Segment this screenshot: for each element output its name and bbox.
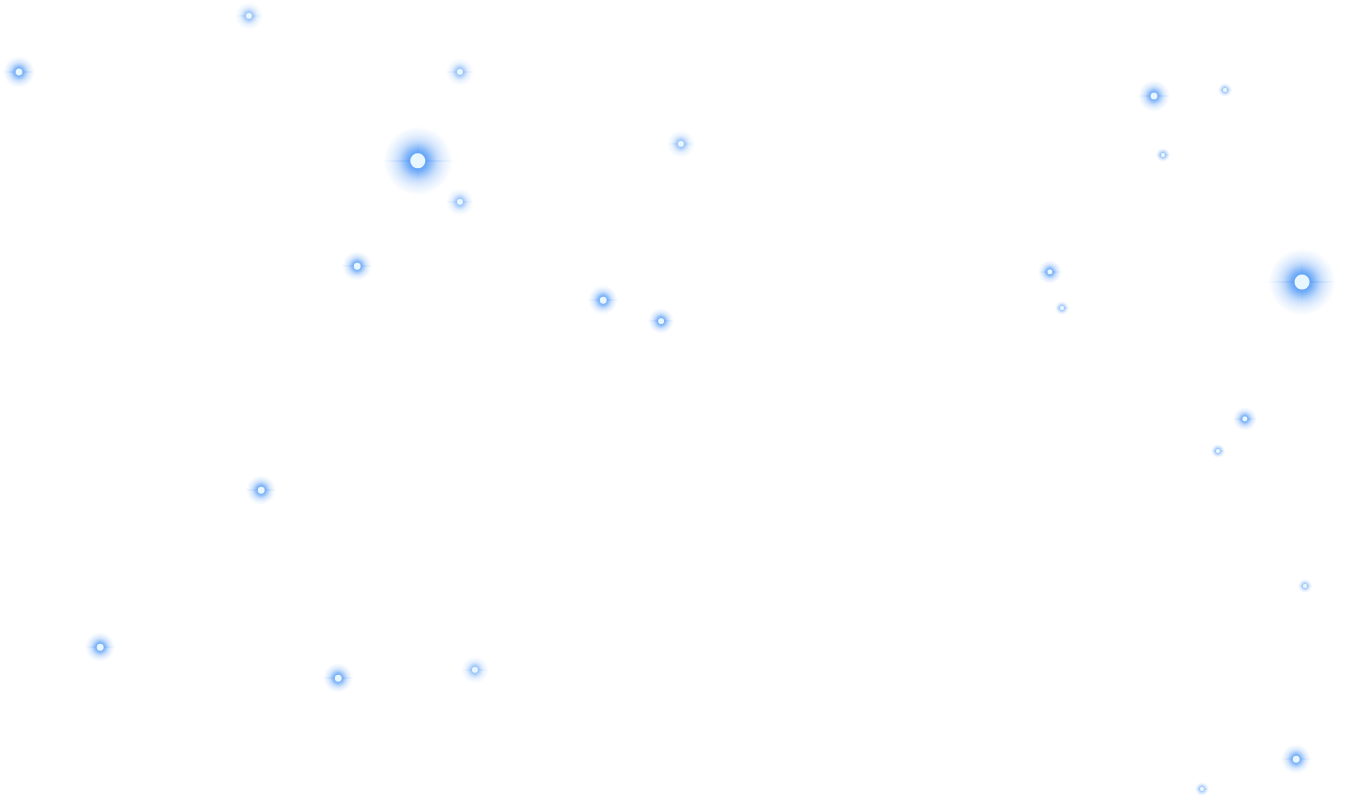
sparkle-icon — [647, 308, 675, 334]
sparkle-icon — [1155, 148, 1171, 162]
sparkle-icon — [1037, 260, 1063, 284]
sparkle-icon — [245, 475, 277, 505]
sparkle-icon — [1137, 80, 1171, 112]
sparkle-icon — [445, 188, 475, 216]
sparkle-icon — [460, 656, 490, 684]
sparkle-icon — [1194, 782, 1210, 796]
sparkle-icon — [666, 130, 696, 158]
sparkle-icon — [84, 632, 116, 662]
sparkle-icon — [322, 663, 354, 693]
sparkle-icon — [445, 58, 475, 86]
sparkle-icon — [1210, 444, 1226, 458]
sparkle-icon — [2, 56, 36, 88]
sparkle-icon — [1297, 579, 1313, 593]
sparkle-icon — [1266, 248, 1338, 316]
sparkle-icon — [381, 126, 455, 196]
sparkle-icon — [1232, 407, 1258, 431]
sparkle-icon — [1280, 744, 1312, 774]
sparkle-icon — [587, 285, 619, 315]
sparkle-icon — [341, 251, 373, 281]
sparkle-icon — [1054, 301, 1070, 315]
sparkle-icon — [234, 2, 264, 30]
sparkle-icon — [1217, 83, 1233, 97]
